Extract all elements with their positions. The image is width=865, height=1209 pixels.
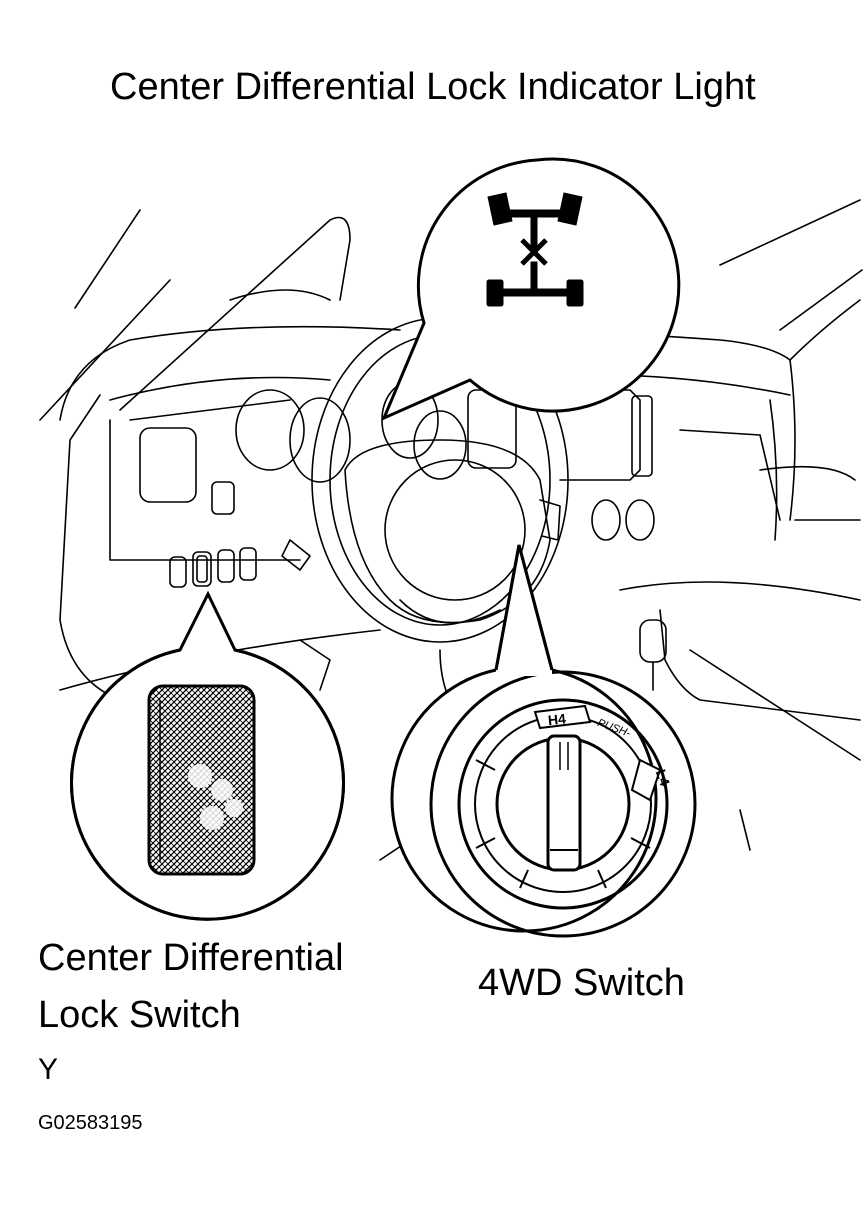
lock-switch-label-line2: Lock Switch <box>38 994 241 1036</box>
center-diff-lock-switch-button[interactable] <box>147 684 256 876</box>
lock-switch-label-line1: Center Differential <box>38 937 344 979</box>
indicator-light-callout <box>381 157 681 421</box>
h4-marking: H4 <box>547 710 567 728</box>
lock-switch-label: Center Differential Lock Switch <box>38 930 344 1044</box>
fwd-switch-callout: H4 -PUSH- L4 <box>390 544 697 938</box>
lock-switch-callout <box>70 590 345 921</box>
section-letter: Y <box>38 1053 59 1086</box>
figure-code: G02583195 <box>38 1112 143 1134</box>
fwd-switch-dial[interactable] <box>457 698 669 910</box>
indicator-light-label: Center Differential Lock Indicator Light <box>110 66 756 108</box>
l4-marking: L4 <box>653 767 674 788</box>
center-diff-lock-icon <box>486 192 584 307</box>
fwd-switch-label: 4WD Switch <box>478 962 685 1004</box>
